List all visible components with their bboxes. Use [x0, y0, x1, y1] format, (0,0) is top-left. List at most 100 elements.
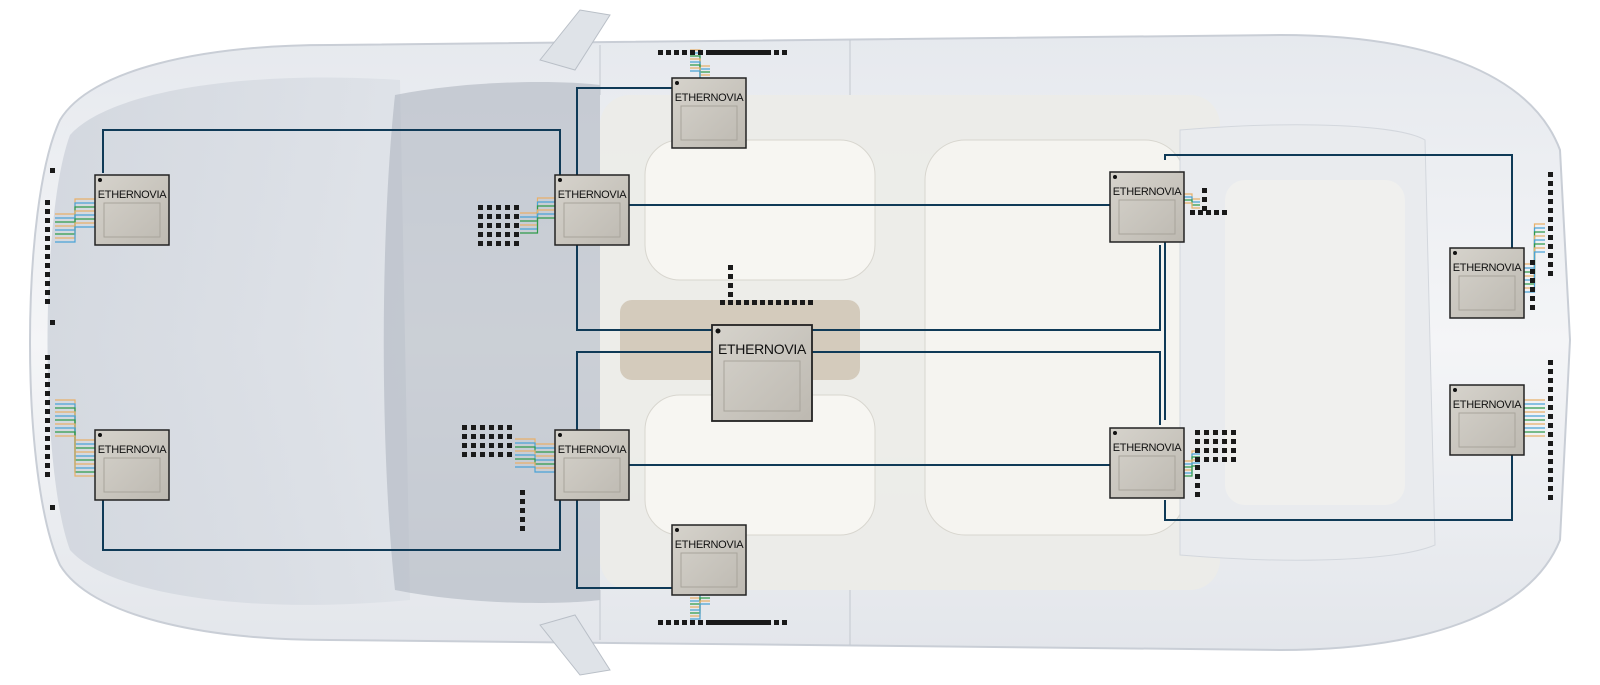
terminal-pin	[478, 223, 483, 228]
chip-central: ETHERNOVIA	[711, 324, 813, 422]
signal-wire	[55, 226, 95, 243]
terminal-pin	[760, 300, 765, 305]
terminal-pin	[750, 50, 755, 55]
signal-wire	[1184, 202, 1200, 209]
terminal-pin	[710, 50, 715, 55]
terminal-pin	[1202, 188, 1207, 193]
terminal-pin	[480, 434, 485, 439]
chip-rear-seat-upper: ETHERNOVIA	[1109, 171, 1185, 243]
terminal-pin	[45, 290, 50, 295]
terminal-pin	[45, 227, 50, 232]
terminal-pin	[496, 241, 501, 246]
terminal-pin	[45, 299, 50, 304]
terminal-pin	[754, 620, 759, 625]
terminal-pin	[1548, 441, 1553, 446]
terminal-pin	[45, 382, 50, 387]
terminal-pin	[462, 443, 467, 448]
chip-label: ETHERNOVIA	[98, 444, 167, 456]
terminal-pin	[1231, 439, 1236, 444]
terminal-pin	[1530, 260, 1535, 265]
terminal-pin	[658, 620, 663, 625]
terminal-pin	[487, 232, 492, 237]
terminal-pin	[766, 620, 771, 625]
chip-front-left-lower: ETHERNOVIA	[94, 429, 170, 501]
terminal-pin	[706, 620, 711, 625]
terminal-pin	[714, 50, 719, 55]
terminal-pin	[1548, 369, 1553, 374]
signal-wire	[690, 603, 710, 620]
terminal-pin	[1222, 430, 1227, 435]
terminal-pin	[768, 300, 773, 305]
terminal-pin	[496, 232, 501, 237]
terminal-pin	[1195, 430, 1200, 435]
terminal-pin	[1548, 217, 1553, 222]
terminal-pin	[505, 241, 510, 246]
terminal-pin	[45, 364, 50, 369]
signal-wire	[515, 466, 555, 473]
chip-front-left-upper: ETHERNOVIA	[94, 174, 170, 246]
terminal-pin	[45, 245, 50, 250]
signal-wire	[515, 462, 555, 469]
terminal-pin	[478, 205, 483, 210]
terminal-pin	[726, 620, 731, 625]
terminal-pin	[762, 50, 767, 55]
terminal-pin	[774, 620, 779, 625]
terminal-pin	[1231, 430, 1236, 435]
signal-wire	[55, 435, 95, 477]
terminal-pin	[730, 50, 735, 55]
signal-wire	[515, 446, 555, 453]
signal-wire	[515, 438, 555, 445]
terminal-pin	[1530, 287, 1535, 292]
chip-trunk-lower: ETHERNOVIA	[1449, 384, 1525, 456]
terminal-pin	[1195, 483, 1200, 488]
signal-wire	[515, 442, 555, 449]
terminal-pin	[742, 620, 747, 625]
terminal-pin	[1548, 199, 1553, 204]
terminal-pin	[734, 50, 739, 55]
terminal-pin	[666, 620, 671, 625]
chip-label: ETHERNOVIA	[98, 189, 167, 201]
terminal-pin	[1548, 244, 1553, 249]
terminal-pin	[1530, 269, 1535, 274]
terminal-pin	[498, 443, 503, 448]
terminal-pin	[714, 620, 719, 625]
terminal-pin	[1530, 296, 1535, 301]
terminal-pin	[722, 50, 727, 55]
chip-trunk-upper: ETHERNOVIA	[1449, 247, 1525, 319]
terminal-pin	[734, 620, 739, 625]
terminal-pin	[728, 274, 733, 279]
terminal-pin	[746, 620, 751, 625]
terminal-pin	[1231, 448, 1236, 453]
terminal-pin	[505, 214, 510, 219]
terminal-pin	[766, 50, 771, 55]
terminal-pin	[1195, 439, 1200, 444]
terminal-pin	[507, 443, 512, 448]
terminal-pin	[1548, 459, 1553, 464]
terminal-pin	[1548, 181, 1553, 186]
terminal-pin	[1548, 414, 1553, 419]
terminal-pin	[730, 620, 735, 625]
terminal-pin	[1213, 439, 1218, 444]
terminal-pin	[758, 620, 763, 625]
terminal-pin	[1198, 210, 1203, 215]
terminal-pin	[726, 50, 731, 55]
terminal-pin	[514, 241, 519, 246]
terminal-pin	[45, 200, 50, 205]
terminal-pin	[480, 452, 485, 457]
chip-label: ETHERNOVIA	[675, 539, 744, 551]
terminal-pin	[514, 232, 519, 237]
terminal-pin	[1548, 190, 1553, 195]
terminal-pin	[1548, 387, 1553, 392]
terminal-pin	[489, 452, 494, 457]
signal-wire	[520, 217, 555, 234]
terminal-pin	[782, 50, 787, 55]
terminal-pin	[658, 50, 663, 55]
terminal-pin	[1204, 457, 1209, 462]
terminal-pin	[45, 463, 50, 468]
terminal-pin	[507, 434, 512, 439]
terminal-pin	[1548, 396, 1553, 401]
terminal-pin	[1548, 360, 1553, 365]
chip-label: ETHERNOVIA	[1453, 399, 1522, 411]
terminal-pin	[1548, 423, 1553, 428]
terminal-pin	[498, 434, 503, 439]
